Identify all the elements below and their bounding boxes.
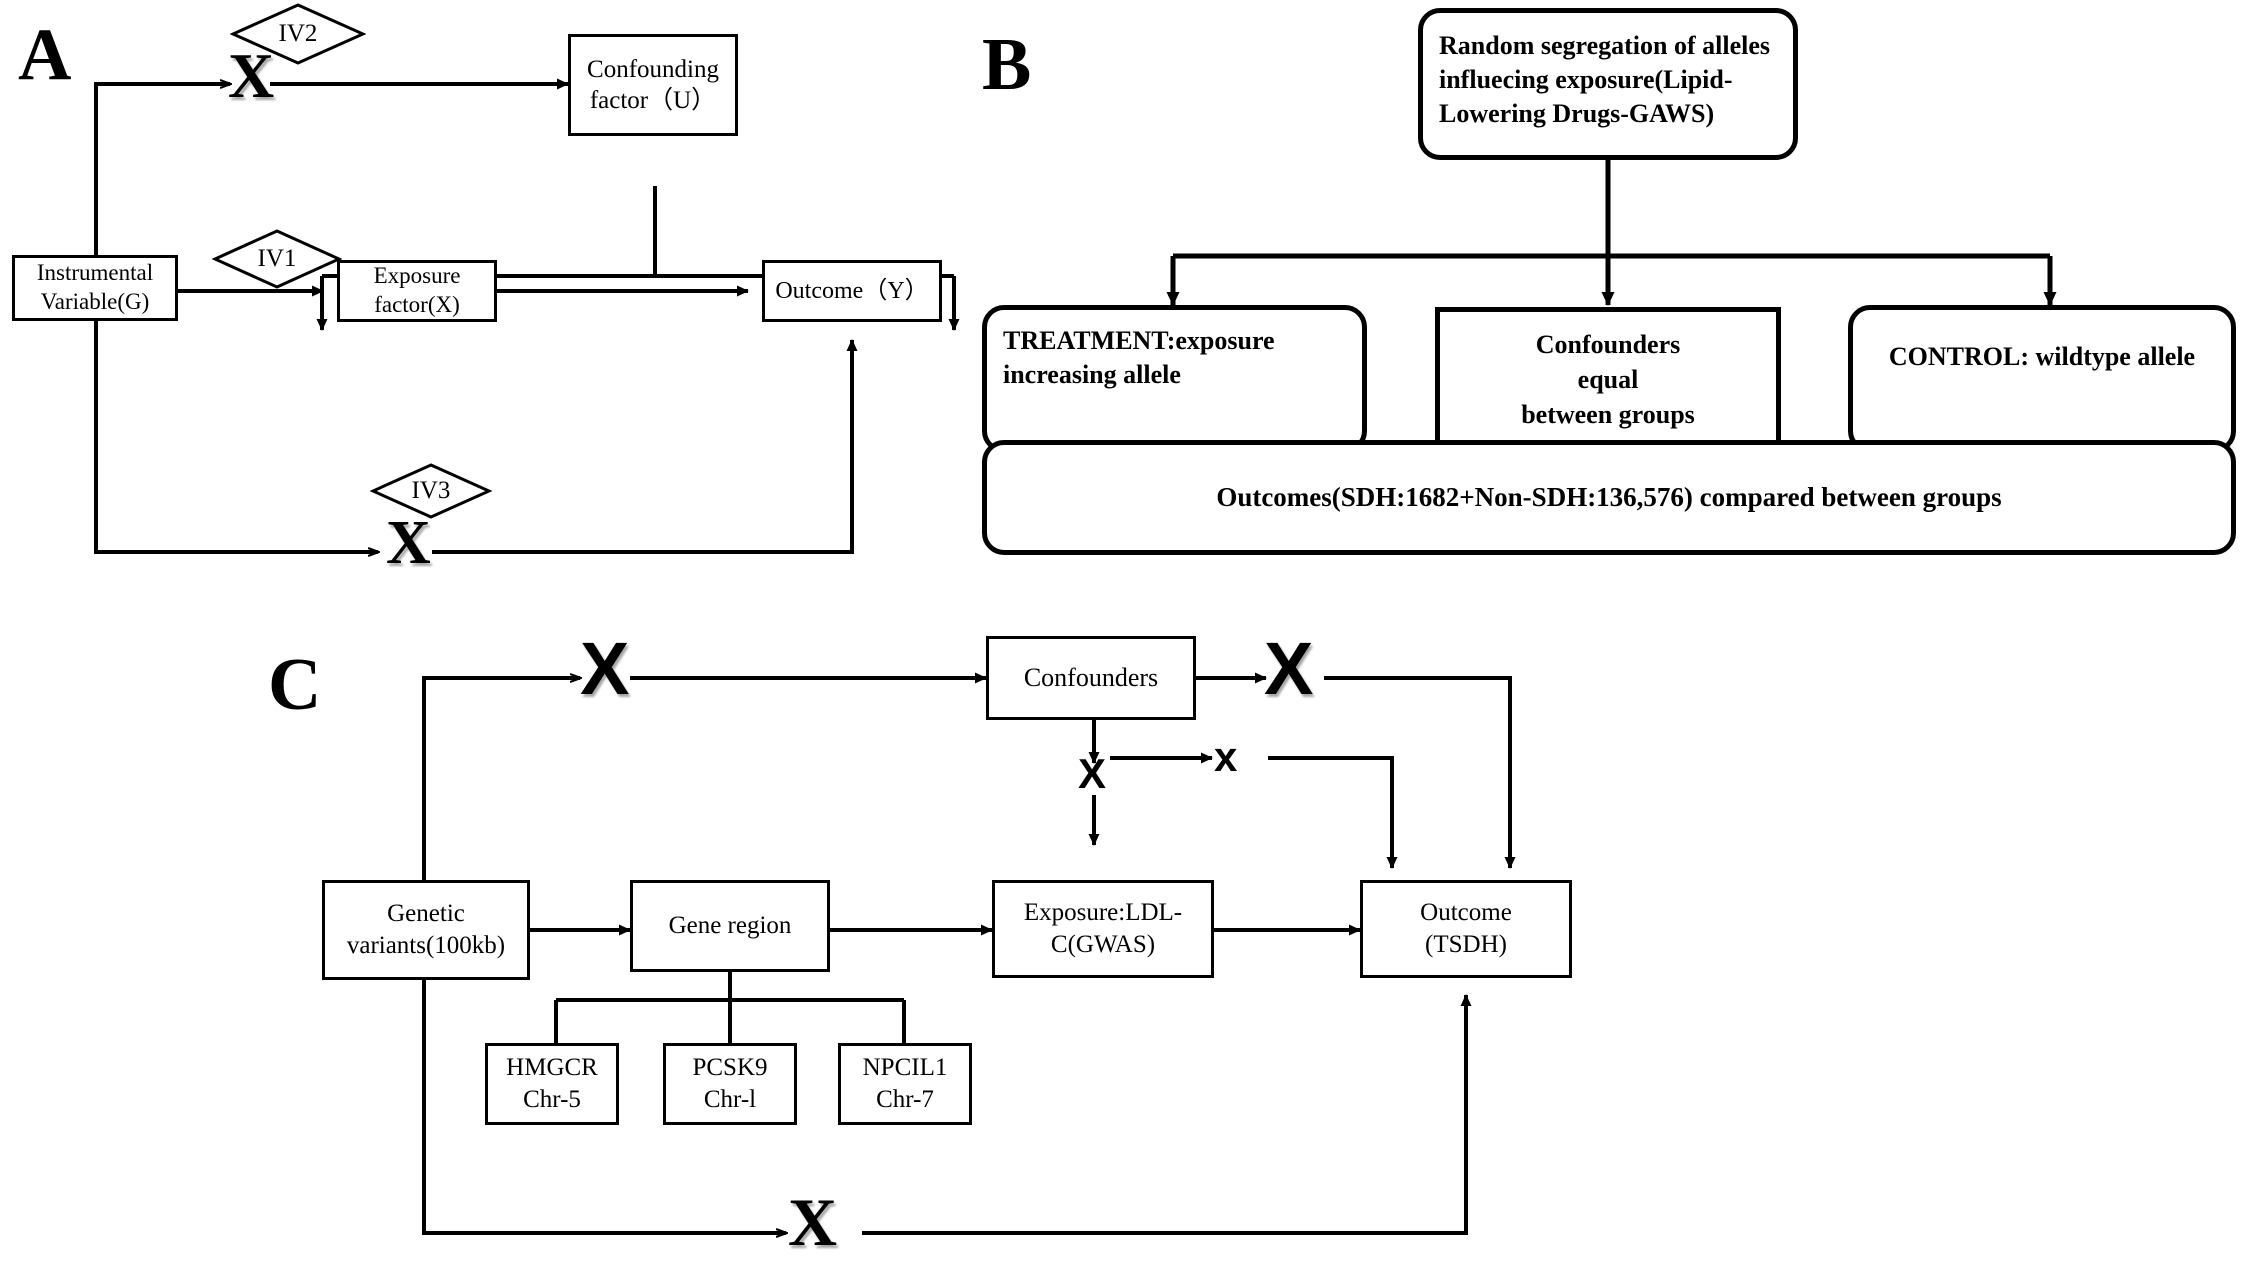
gene-region-label: Gene region	[668, 912, 792, 939]
iv2-diamond-shape	[230, 3, 366, 65]
gene-region-node: Gene region	[630, 880, 830, 972]
exposure-factor-label: Exposure factor(X)	[373, 263, 461, 317]
confounders-equal-label: Confounders equal between groups	[1521, 329, 1695, 430]
iv2-diamond: IV2	[230, 2, 366, 66]
gene-box-hmgcr: HMGCR Chr-5	[485, 1043, 619, 1125]
gene-box-pcsk9-label: PCSK9 Chr-l	[692, 1053, 768, 1114]
randomization-node: Random segregation of alleles influecing…	[1418, 8, 1798, 160]
outcome-y-label: Outcome（Y）	[775, 278, 929, 304]
genetic-variants-label: Genetic variants(100kb)	[346, 899, 506, 960]
gene-box-npcil1: NPCIL1 Chr-7	[838, 1043, 972, 1125]
mid-violation-x: x	[1214, 733, 1238, 780]
confounders-label-c: Confounders	[1023, 663, 1159, 692]
iv3-diamond-shape	[370, 463, 492, 519]
randomization-label: Random segregation of alleles influecing…	[1439, 31, 1770, 128]
exposure-ldl-label: Exposure:LDL- C(GWAS)	[1023, 898, 1183, 959]
panel-b-letter: B	[982, 24, 1032, 106]
treatment-label: TREATMENT:exposure increasing allele	[1003, 326, 1275, 390]
confounders-equal-node: Confounders equal between groups	[1435, 307, 1781, 452]
outcomes-label: Outcomes(SDH:1682+Non-SDH:136,576) compa…	[1216, 481, 2002, 512]
iv1-diamond: IV1	[212, 228, 342, 290]
instrumental-variable-node: Instrumental Variable(G)	[12, 255, 178, 321]
gene-box-npcil1-label: NPCIL1 Chr-7	[862, 1053, 948, 1114]
control-node: CONTROL: wildtype allele	[1848, 305, 2236, 453]
confounding-factor-label: Confounding factor（U）	[587, 55, 719, 114]
confounder-outcome-violation-x: X	[1264, 627, 1314, 710]
panel-c-bottom-violation-x: X	[788, 1184, 838, 1260]
iv1-diamond-shape	[212, 229, 342, 289]
confounders-node-c: Confounders	[986, 636, 1196, 720]
instrumental-variable-label: Instrumental Variable(G)	[36, 260, 154, 314]
panel-a-letter: A	[18, 14, 72, 96]
wire-b-random-split	[1166, 159, 2057, 306]
confounding-factor-node: Confounding factor（U）	[568, 34, 738, 136]
gene-box-pcsk9: PCSK9 Chr-l	[663, 1043, 797, 1125]
outcome-tsdh-node: Outcome (TSDH)	[1360, 880, 1572, 978]
iv1-label: IV1	[257, 245, 297, 272]
iv3-label: IV3	[411, 477, 451, 504]
wire-c-generegion-bracket	[554, 972, 906, 1043]
wire-a-g-to-iv3x	[94, 320, 378, 552]
wire-c-midx-to-outcome	[1268, 756, 1398, 869]
outcome-tsdh-label: Outcome (TSDH)	[1420, 898, 1512, 959]
confounder-exposure-violation-x: X	[1078, 750, 1107, 797]
wire-c-variants-to-topx	[422, 678, 580, 880]
control-label: CONTROL: wildtype allele	[1888, 342, 2196, 372]
iv3-diamond: IV3	[370, 462, 492, 520]
gene-box-hmgcr-label: HMGCR Chr-5	[506, 1053, 598, 1114]
wire-a-g-to-iv2x	[94, 84, 230, 263]
outcomes-node: Outcomes(SDH:1682+Non-SDH:136,576) compa…	[982, 440, 2236, 555]
panel-c-top-violation-x: X	[580, 627, 630, 710]
exposure-ldl-node: Exposure:LDL- C(GWAS)	[992, 880, 1214, 978]
genetic-variants-node: Genetic variants(100kb)	[322, 880, 530, 980]
treatment-node: TREATMENT:exposure increasing allele	[982, 305, 1367, 453]
wire-a-iv3x-to-outcome	[432, 339, 858, 554]
exposure-factor-node: Exposure factor(X)	[337, 260, 497, 322]
wire-c-rightx-to-outcome	[1324, 676, 1516, 869]
iv3-violation-x: X	[386, 509, 431, 577]
iv2-violation-x: X	[228, 40, 275, 111]
outcome-y-node: Outcome（Y）	[762, 260, 942, 322]
iv2-label: IV2	[278, 20, 318, 47]
panel-c-letter: C	[268, 644, 322, 726]
